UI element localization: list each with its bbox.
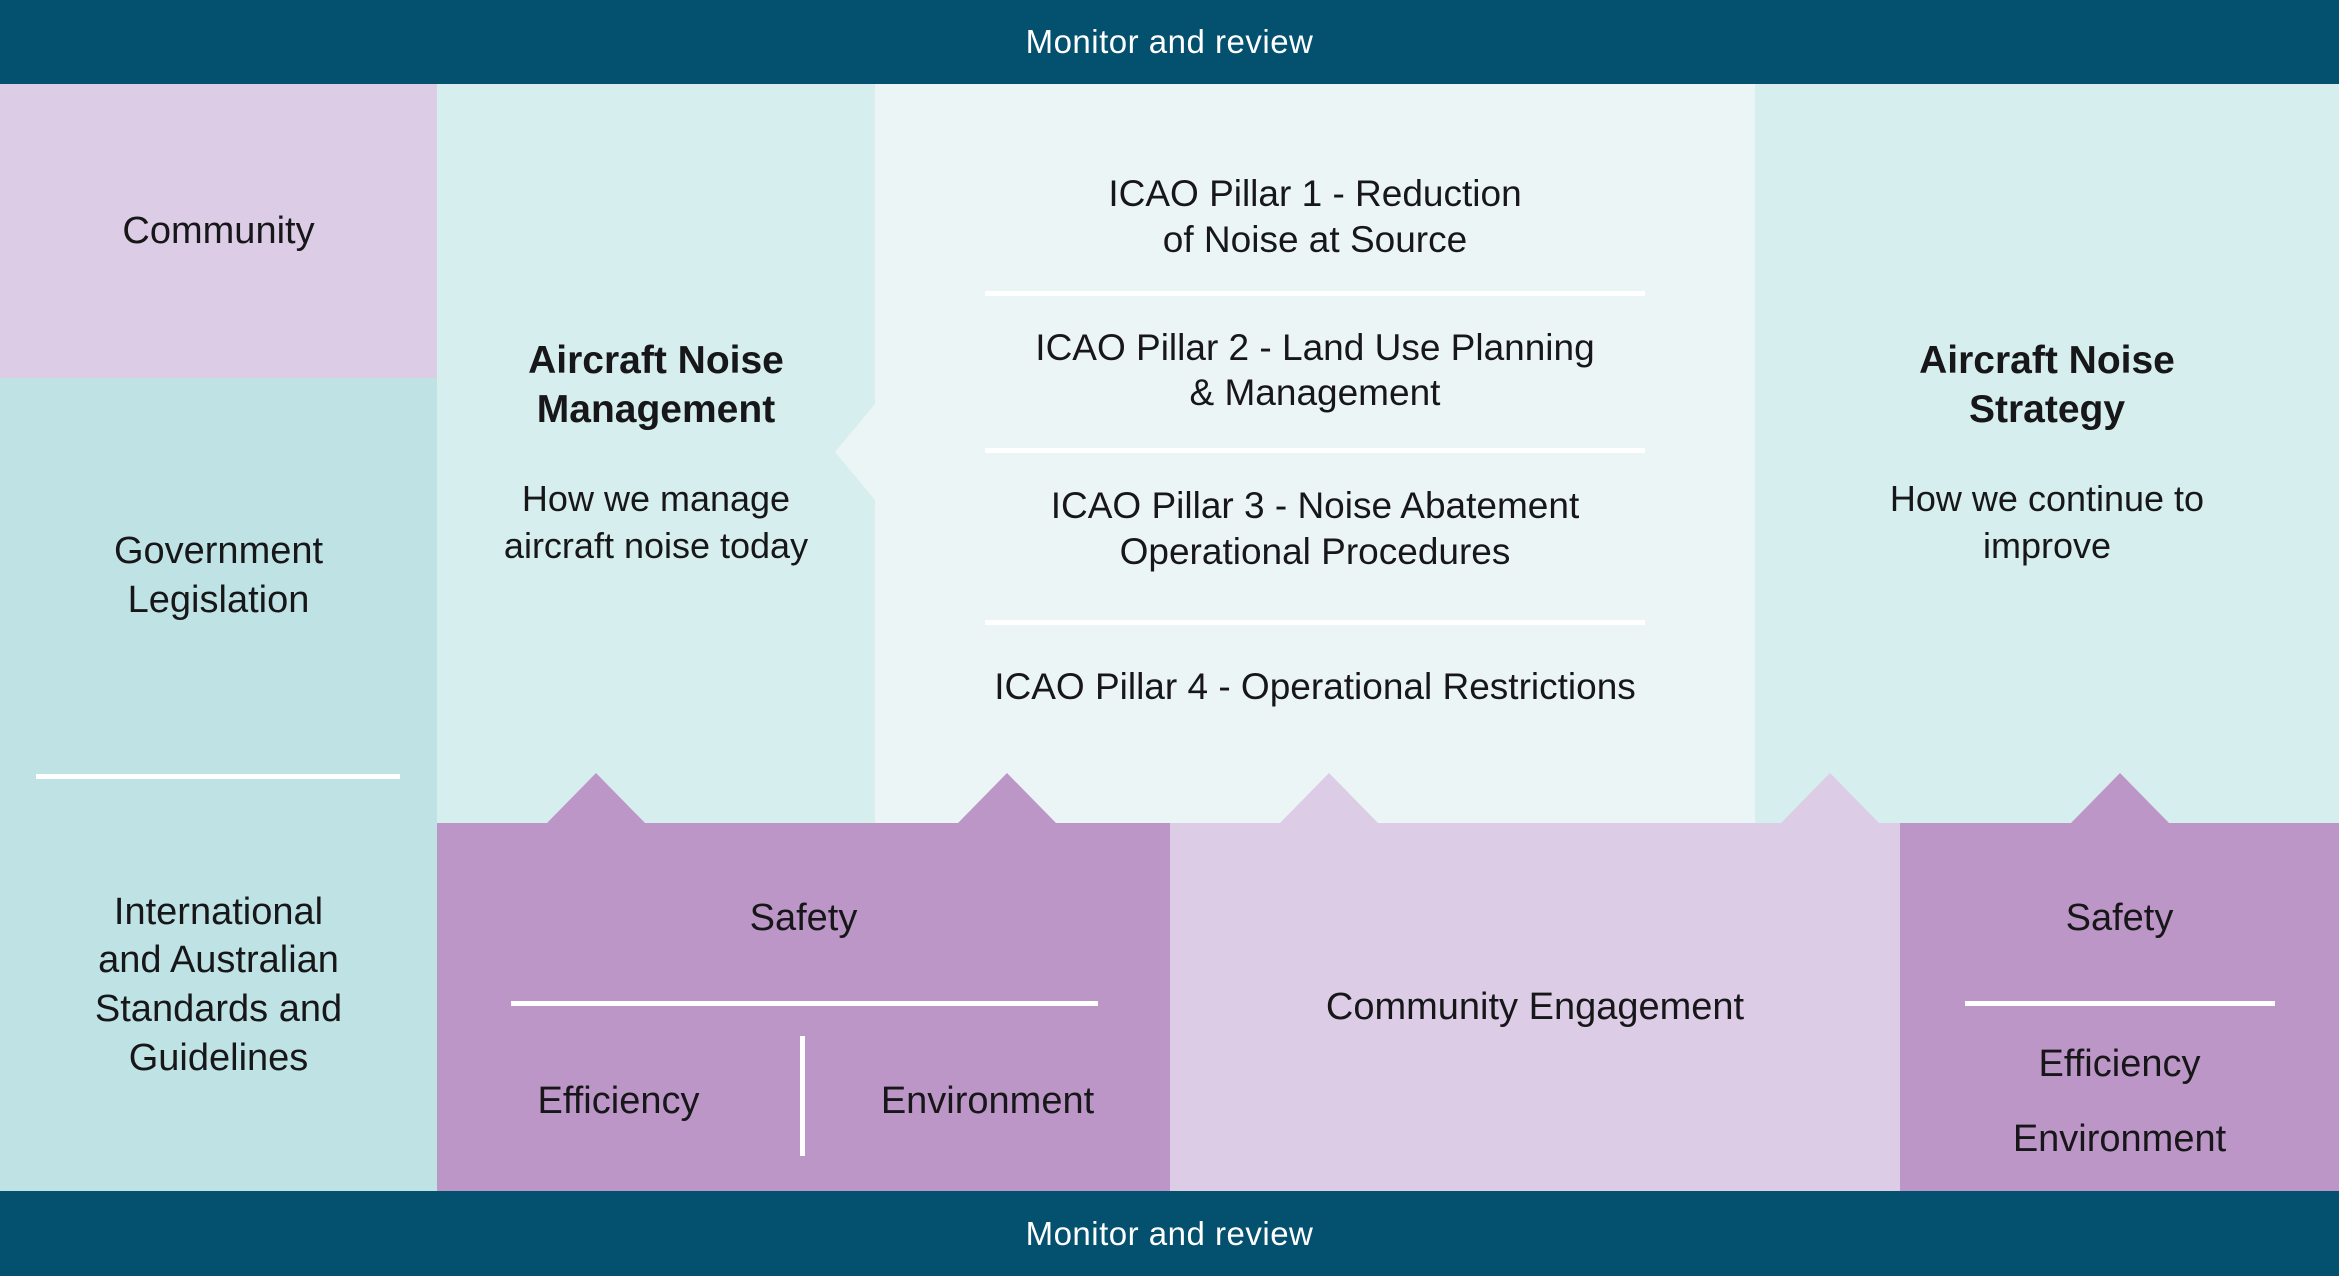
inputs-teal-column bbox=[0, 378, 437, 1191]
community-engagement-up-arrow2-icon bbox=[1781, 773, 1879, 823]
government-legislation-label: Government Legislation bbox=[113, 530, 324, 621]
efficiency-right-label: Efficiency bbox=[2038, 1042, 2201, 1085]
pillar-divider-line-2 bbox=[985, 448, 1645, 453]
icao-pillar-3: ICAO Pillar 3 - Noise Abatement Operatio… bbox=[875, 453, 1755, 604]
icao-pillar-2-label: ICAO Pillar 2 - Land Use Planning & Mana… bbox=[1035, 326, 1595, 413]
safety-right-title: Safety bbox=[2065, 896, 2174, 939]
icao-pillars-block: ICAO Pillar 1 - Reduction of Noise at So… bbox=[875, 84, 1755, 823]
safety-left-block: Safety Efficiency Environment bbox=[437, 823, 1170, 1191]
monitor-review-top-label: Monitor and review bbox=[1025, 23, 1314, 60]
safety-right-block: Safety Efficiency Environment bbox=[1900, 823, 2339, 1191]
community-label: Community bbox=[122, 209, 315, 252]
monitor-review-top-bar: Monitor and review bbox=[0, 0, 2339, 84]
icao-pillar-4: ICAO Pillar 4 - Operational Restrictions bbox=[875, 625, 1755, 749]
icao-pillar-2: ICAO Pillar 2 - Land Use Planning & Mana… bbox=[875, 296, 1755, 444]
safety-left-hline bbox=[511, 1001, 1098, 1006]
standards-guidelines-block: International and Australian Standards a… bbox=[0, 779, 437, 1191]
community-engagement-label: Community Engagement bbox=[1325, 985, 1745, 1028]
pillar-divider-line-1 bbox=[985, 291, 1645, 296]
inputs-divider-line bbox=[36, 774, 400, 779]
safety-left-vline bbox=[800, 1036, 805, 1156]
standards-guidelines-label: International and Australian Standards a… bbox=[94, 890, 343, 1079]
icao-pillar-4-label: ICAO Pillar 4 - Operational Restrictions bbox=[994, 666, 1636, 708]
icao-pillar-1: ICAO Pillar 1 - Reduction of Noise at So… bbox=[875, 144, 1755, 289]
pillars-left-pointer-icon bbox=[835, 404, 875, 500]
monitor-review-bottom-bar: Monitor and review bbox=[0, 1191, 2339, 1276]
icao-pillar-1-label: ICAO Pillar 1 - Reduction of Noise at So… bbox=[1108, 173, 1522, 260]
environment-left-label: Environment bbox=[880, 1079, 1095, 1122]
safety-left-up-arrow-icon bbox=[547, 773, 645, 823]
aircraft-noise-management-title: Aircraft Noise Management bbox=[528, 338, 784, 431]
safety-right-hline bbox=[1965, 1001, 2275, 1006]
community-engagement-block: Community Engagement bbox=[1170, 823, 1900, 1191]
monitor-review-bottom-label: Monitor and review bbox=[1025, 1214, 1314, 1252]
community-engagement-up-arrow-icon bbox=[1280, 773, 1378, 823]
aircraft-noise-strategy-title: Aircraft Noise Strategy bbox=[1919, 338, 2175, 431]
environment-right-label: Environment bbox=[2012, 1117, 2227, 1160]
government-legislation-block: Government Legislation bbox=[0, 378, 437, 774]
efficiency-left-label: Efficiency bbox=[537, 1079, 700, 1122]
safety-left-up-arrow2-icon bbox=[958, 773, 1056, 823]
safety-right-up-arrow-icon bbox=[2071, 773, 2169, 823]
aircraft-noise-management-block: Aircraft Noise Management How we manage … bbox=[437, 84, 875, 823]
community-block: Community bbox=[0, 84, 437, 378]
aircraft-noise-strategy-block: Aircraft Noise Strategy How we continue … bbox=[1755, 84, 2339, 823]
aircraft-noise-management-subtitle: How we manage aircraft noise today bbox=[503, 478, 809, 567]
aircraft-noise-strategy-subtitle: How we continue to improve bbox=[1889, 478, 2205, 567]
icao-pillar-3-label: ICAO Pillar 3 - Noise Abatement Operatio… bbox=[1050, 485, 1580, 572]
pillar-divider-line-3 bbox=[985, 620, 1645, 625]
safety-left-title: Safety bbox=[749, 896, 858, 939]
